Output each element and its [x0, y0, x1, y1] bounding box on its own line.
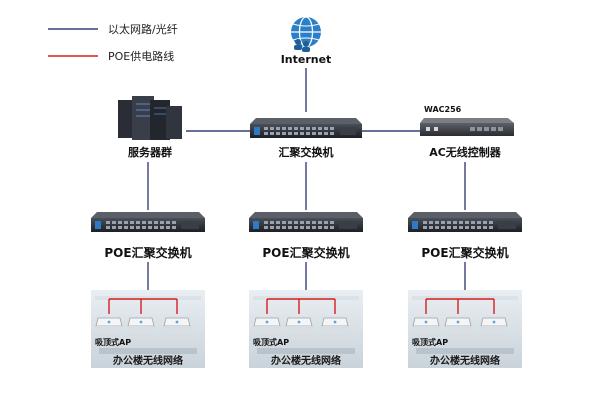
ceiling-ap-icon [285, 317, 313, 329]
poe-switch-tier: POE汇聚交换机 POE汇聚交换机 POE汇聚交换机 [91, 212, 522, 290]
globe-icon [291, 16, 321, 52]
switch-icon [91, 212, 205, 232]
ceiling-ap-icon [95, 317, 123, 329]
poe-switch-label: POE汇聚交换机 [104, 245, 191, 260]
ethernet-links [147, 68, 466, 210]
legend: 以太网路/光纤 POE供电路线 [48, 22, 178, 63]
ceiling-ap-icon [321, 317, 349, 329]
ap-label: 吸顶式AP [95, 337, 131, 347]
office-caption: 办公楼无线网络 [430, 354, 500, 367]
switch-icon [249, 212, 363, 232]
ceiling-ap-icon [253, 317, 281, 329]
office-panel: 吸顶式AP 办公楼无线网络 [249, 290, 363, 368]
internet-node: Internet [281, 16, 332, 66]
ac-controller-node: WAC256 AC无线控制器 [420, 105, 514, 159]
ceiling-ap-icon [480, 317, 508, 329]
servers-label: 服务器群 [128, 145, 172, 159]
switch-icon [250, 118, 362, 138]
poe-switch-label: POE汇聚交换机 [421, 245, 508, 260]
ap-label: 吸顶式AP [253, 337, 289, 347]
poe-switch-node: POE汇聚交换机 [91, 212, 205, 260]
ceiling-ap-icon [163, 317, 191, 329]
ac-model-label: WAC256 [424, 105, 462, 114]
office-caption: 办公楼无线网络 [113, 354, 183, 367]
poe-wiring [108, 298, 178, 314]
legend-poe-label: POE供电路线 [108, 49, 174, 63]
poe-switch-node: POE汇聚交换机 [408, 212, 522, 260]
legend-ethernet-label: 以太网路/光纤 [108, 22, 178, 36]
office-panel: 吸顶式AP 办公楼无线网络 [91, 290, 205, 368]
core-switch-node: 汇聚交换机 [250, 118, 362, 159]
poe-wiring [266, 298, 336, 314]
poe-switch-node: POE汇聚交换机 [249, 212, 363, 260]
ap-label: 吸顶式AP [412, 337, 448, 347]
server-cluster-node: 服务器群 [118, 96, 182, 159]
ceiling-ap-icon [127, 317, 155, 329]
poe-switch-label: POE汇聚交换机 [262, 245, 349, 260]
poe-wiring [425, 298, 495, 314]
server-rack-icon [118, 96, 182, 140]
office-panel: 吸顶式AP 办公楼无线网络 [408, 290, 522, 368]
users-icon [294, 39, 310, 52]
controller-icon [420, 118, 514, 136]
ceiling-ap-icon [444, 317, 472, 329]
core-switch-label: 汇聚交换机 [279, 145, 334, 159]
switch-icon [408, 212, 522, 232]
internet-label: Internet [281, 53, 332, 66]
office-tier: 吸顶式AP 办公楼无线网络 吸顶式AP 办公楼无线网络 吸顶式AP 办公楼无线网络 [91, 290, 522, 368]
ceiling-ap-icon [412, 317, 440, 329]
office-caption: 办公楼无线网络 [271, 354, 341, 367]
ac-controller-label: AC无线控制器 [429, 145, 502, 159]
